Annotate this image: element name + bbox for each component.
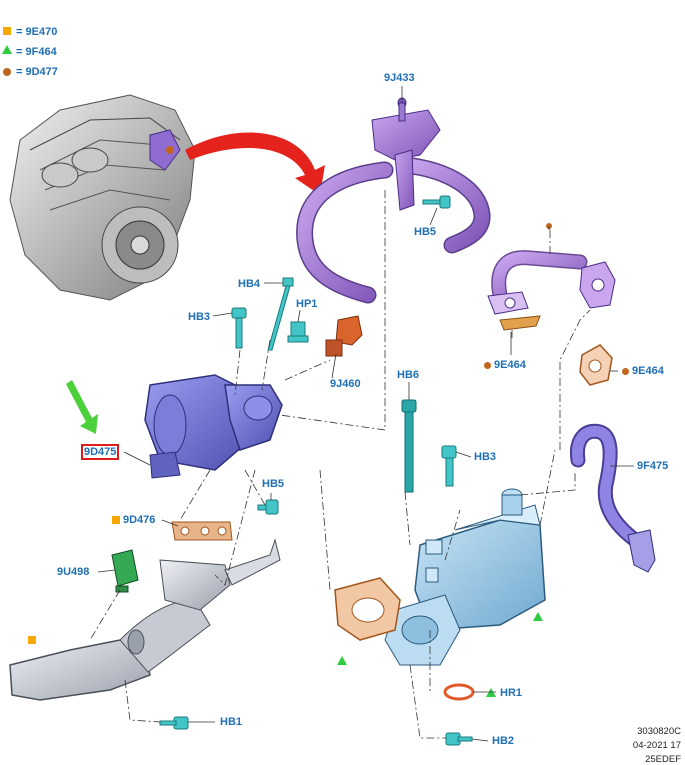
legend-code: 9E470 — [25, 26, 58, 38]
label-9J433: 9J433 — [384, 72, 415, 84]
label-HP1: HP1 — [296, 298, 318, 310]
bolt-HB5-top — [422, 195, 451, 209]
label-HB3-left: HB3 — [188, 311, 211, 323]
label-9D476-text: 9D476 — [123, 514, 156, 526]
footer-code: 25EDEF — [645, 754, 681, 765]
footer-ref-number: 3030820C — [637, 726, 681, 737]
label-9E464-left: 9E464 — [484, 359, 526, 371]
gasket-9D476 — [171, 521, 233, 541]
legend-row-circle: = 9D477 — [16, 66, 58, 78]
legend-equals: = — [16, 66, 23, 78]
footer-date: 04-2021 17 — [632, 740, 681, 751]
label-9F475: 9F475 — [637, 460, 669, 472]
label-HB3-right: HB3 — [474, 451, 497, 463]
label-9E464-left-text: 9E464 — [494, 359, 526, 371]
label-HB2: HB2 — [492, 735, 515, 747]
bolt-HB4 — [267, 277, 294, 351]
legend-equals: = — [16, 46, 23, 58]
intake-duct — [9, 538, 281, 701]
sensor-9U498 — [111, 549, 139, 593]
legend-equals: = — [16, 26, 23, 38]
legend-code: 9F464 — [25, 46, 57, 58]
egr-valve-9D475 — [144, 374, 283, 479]
bolt-HB1 — [159, 716, 189, 730]
circle-marker-icon — [484, 361, 491, 369]
label-9D476: 9D476 — [112, 514, 155, 526]
fitting-HP1 — [287, 321, 309, 343]
engine-illustration — [9, 94, 196, 301]
pipe-9E464-left — [487, 223, 616, 331]
legend-triangle-marker — [2, 45, 12, 54]
legend-row-triangle: = 9F464 — [16, 46, 57, 58]
label-9E464-right-text: 9E464 — [632, 365, 664, 377]
bolt-HB5-mid — [257, 499, 279, 515]
label-9J460: 9J460 — [330, 378, 361, 390]
label-9D475: 9D475 — [81, 444, 120, 460]
legend-square-marker — [3, 27, 11, 35]
legend-row-square: = 9E470 — [16, 26, 57, 38]
green-pointer-arrow — [66, 380, 98, 434]
egr-cooler — [384, 488, 546, 666]
assembly-leader-lines — [89, 190, 591, 739]
label-HB4: HB4 — [238, 278, 261, 290]
legend-circle-marker — [3, 68, 11, 76]
gasket-9E464-right — [579, 344, 613, 386]
label-leader-lines — [97, 86, 634, 742]
label-HB1: HB1 — [220, 716, 243, 728]
bolt-HB2 — [445, 732, 473, 746]
label-HR1: HR1 — [500, 687, 523, 699]
egr-tube-9J433 — [296, 97, 491, 304]
circle-marker-icon — [622, 367, 629, 375]
label-9E464-right: 9E464 — [622, 365, 664, 377]
bolt-HB6 — [401, 399, 417, 493]
red-pointer-arrow — [185, 132, 325, 195]
cooler-gasket — [334, 577, 401, 665]
bolt-HB3-left — [231, 307, 247, 349]
label-9U498: 9U498 — [57, 566, 90, 578]
label-HB5-top: HB5 — [414, 226, 437, 238]
bolt-HB3-right — [441, 445, 457, 487]
hose-9F475 — [569, 423, 656, 573]
legend-code: 9D477 — [25, 66, 58, 78]
square-marker-icon — [112, 516, 120, 525]
label-HB5-mid: HB5 — [262, 478, 285, 490]
label-HB6: HB6 — [397, 369, 420, 381]
sensor-9J460 — [325, 315, 363, 357]
